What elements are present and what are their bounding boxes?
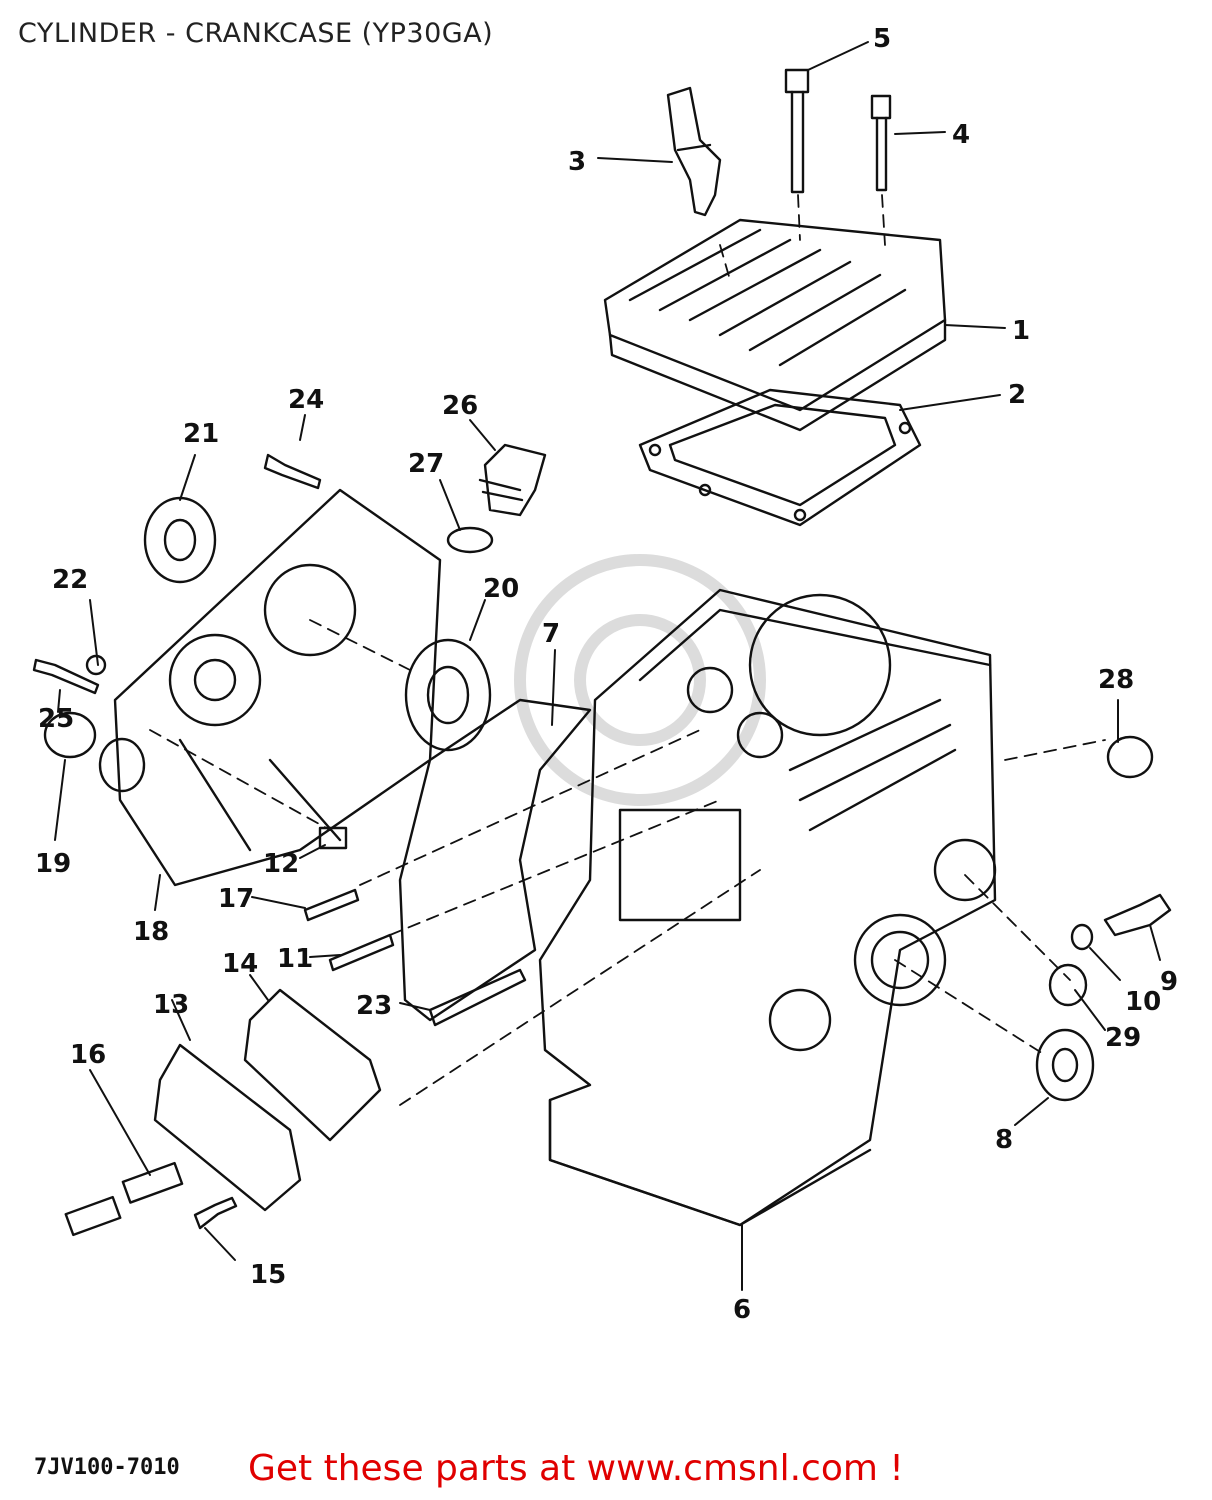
callout-26: 26 — [442, 391, 478, 421]
callout-29: 29 — [1105, 1023, 1141, 1053]
callout-24: 24 — [288, 385, 324, 415]
dowel-16b — [64, 1195, 122, 1237]
callout-11: 11 — [277, 944, 313, 974]
callout-8: 8 — [995, 1125, 1013, 1155]
callout-13: 13 — [153, 990, 189, 1020]
head-gasket — [638, 388, 922, 527]
page-title: CYLINDER - CRANKCASE (YP30GA) — [18, 18, 494, 49]
plug-19 — [43, 711, 97, 759]
callout-12: 12 — [263, 849, 299, 879]
callout-4: 4 — [952, 120, 970, 150]
bolt-24 — [263, 453, 322, 490]
callout-2: 2 — [1008, 380, 1026, 410]
callout-9: 9 — [1160, 967, 1178, 997]
head-bolt-long — [784, 68, 810, 194]
callout-22: 22 — [52, 565, 88, 595]
bolt-25 — [32, 658, 100, 695]
callout-5: 5 — [873, 24, 891, 54]
alignment-lines — [149, 194, 1106, 1106]
side-cover-13 — [153, 1043, 302, 1212]
oil-seal-8 — [1035, 1028, 1095, 1102]
callout-3: 3 — [568, 147, 586, 177]
callout-25: 25 — [38, 704, 74, 734]
washer-10 — [1070, 923, 1094, 951]
gasket-23 — [428, 968, 527, 1027]
callout-10: 10 — [1125, 987, 1161, 1017]
callout-7: 7 — [542, 619, 560, 649]
crankcase-gasket — [398, 698, 592, 1022]
spark-plug — [666, 86, 722, 217]
crankcase — [538, 588, 997, 1227]
o-ring — [446, 526, 494, 554]
callout-6: 6 — [733, 1295, 751, 1325]
callout-23: 23 — [356, 991, 392, 1021]
callout-17: 17 — [218, 884, 254, 914]
callout-16: 16 — [70, 1040, 106, 1070]
oil-seal-cover — [143, 496, 217, 584]
promo-link[interactable]: Get these parts at www.cmsnl.com ! — [248, 1448, 904, 1489]
plug-29 — [1048, 963, 1088, 1007]
head-bolt-short — [870, 94, 892, 192]
watermark-logo — [514, 554, 766, 806]
plug-28 — [1106, 735, 1154, 779]
callout-21: 21 — [183, 419, 219, 449]
callout-18: 18 — [133, 917, 169, 947]
callout-27: 27 — [408, 449, 444, 479]
stud-17 — [303, 888, 360, 922]
bearing — [404, 638, 492, 752]
dowel-16a — [121, 1161, 184, 1204]
oil-filler-cap — [478, 443, 547, 517]
leader-lines — [54, 41, 1161, 1291]
callout-15: 15 — [250, 1260, 286, 1290]
dowel-12 — [318, 826, 348, 850]
callout-14: 14 — [222, 949, 258, 979]
bolt-15 — [193, 1196, 238, 1230]
callout-20: 20 — [483, 574, 519, 604]
crankcase-cover — [113, 488, 442, 887]
bolt-9 — [1103, 893, 1172, 937]
diagram-code: 7JV100-7010 — [34, 1455, 180, 1480]
nut-22 — [85, 654, 107, 676]
stud-11 — [328, 933, 395, 972]
cylinder-head — [603, 218, 947, 432]
callout-1: 1 — [1012, 316, 1030, 346]
callout-19: 19 — [35, 849, 71, 879]
cover-gasket-14 — [243, 988, 382, 1142]
callout-28: 28 — [1098, 665, 1134, 695]
